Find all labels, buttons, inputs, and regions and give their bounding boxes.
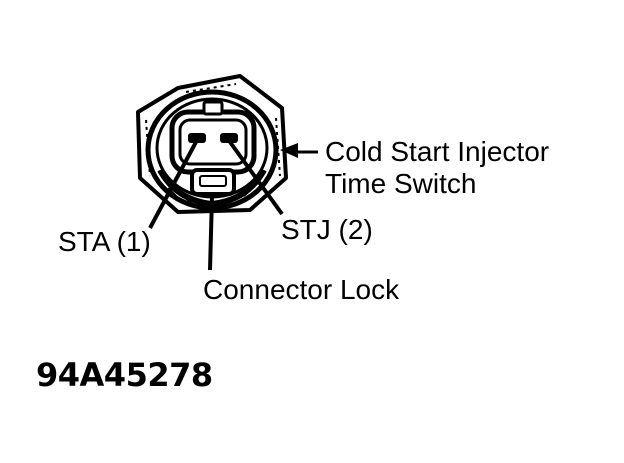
component-arrowhead <box>280 143 298 158</box>
connector-housing <box>169 100 257 196</box>
terminal-pin-stj <box>220 133 238 143</box>
figure-id: 94A45278 <box>36 356 213 394</box>
terminal-stj-label: STJ (2) <box>281 214 373 245</box>
leader-lines <box>148 140 318 271</box>
terminal-pin-sta <box>188 133 206 143</box>
housing-inner <box>178 118 248 166</box>
component-label-line2: Time Switch <box>325 168 477 199</box>
component-label-line1: Cold Start Injector <box>325 136 550 167</box>
terminal-sta-label: STA (1) <box>58 226 151 257</box>
connector-lock-leader <box>208 195 214 271</box>
sta-leader <box>148 141 198 229</box>
lock-tab-inner <box>199 175 227 187</box>
stj-leader <box>228 140 284 216</box>
rim-texture <box>167 187 253 205</box>
hex-nut-outline <box>136 74 288 214</box>
lock-tab-outer <box>190 168 236 196</box>
connector-lock-label: Connector Lock <box>203 274 400 305</box>
top-key <box>202 100 224 116</box>
